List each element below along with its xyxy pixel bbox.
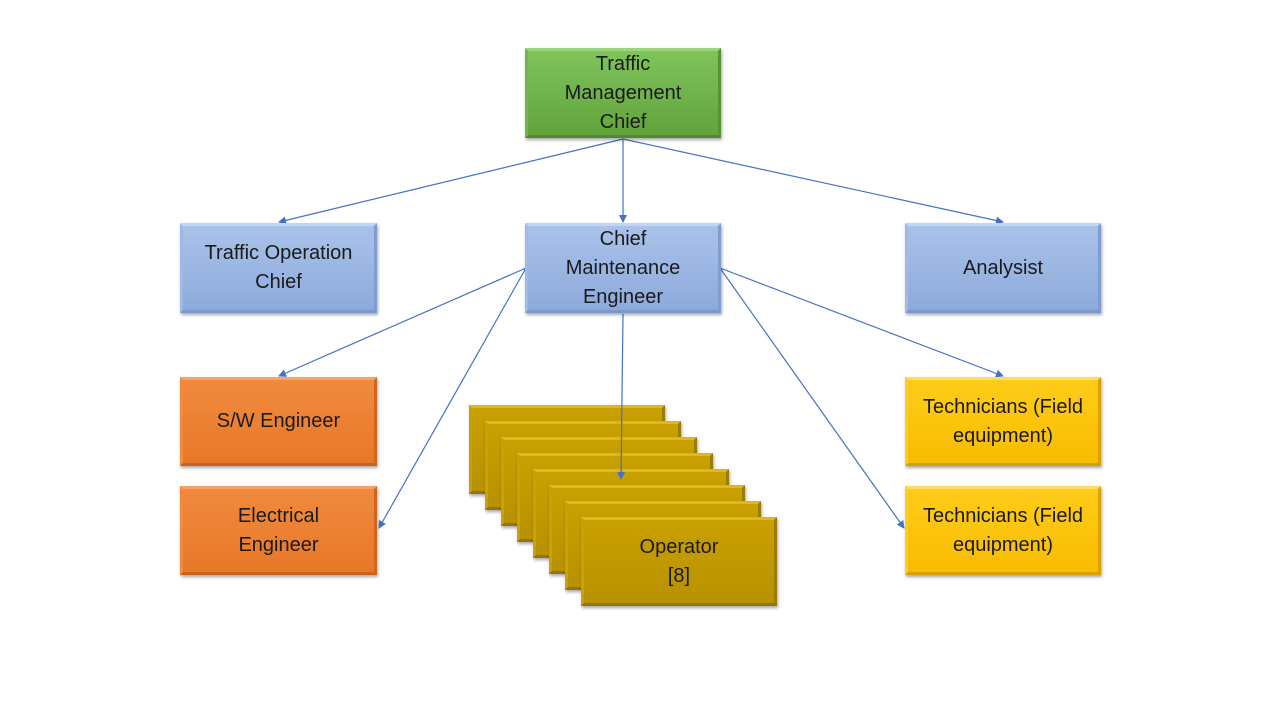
connector-maintenance-to-sw — [278, 267, 527, 377]
electrical-engineer-box: Electrical Engineer — [180, 486, 377, 575]
connector-maintenance-to-electrical — [378, 267, 527, 529]
connector-maintenance-to-technicians-1 — [719, 267, 1004, 378]
operator-box: Operator [8] — [581, 517, 777, 606]
analysist-label: Analysist — [962, 256, 1044, 279]
chief-maintenance-engineer-label: Chief Maintenance Engineer — [565, 227, 681, 308]
technicians-label-1: Technicians (Field equipment) — [922, 395, 1084, 447]
traffic-management-chief-box: Traffic Management Chief — [525, 48, 721, 138]
traffic-operation-chief-box: Traffic Operation Chief — [180, 223, 377, 313]
sw-engineer-label: S/W Engineer — [216, 410, 341, 432]
traffic-operation-chief-label: Traffic Operation Chief — [204, 242, 353, 293]
connector-top-to-traffic-operation — [278, 138, 624, 225]
chief-maintenance-engineer-box: Chief Maintenance Engineer — [525, 223, 721, 313]
sw-engineer-box: S/W Engineer — [180, 377, 377, 466]
technicians-box-2: Technicians (Field equipment) — [905, 486, 1101, 575]
technicians-box-1: Technicians (Field equipment) — [905, 377, 1101, 466]
traffic-management-chief-label: Traffic Management Chief — [564, 52, 682, 133]
analysist-box: Analysist — [905, 223, 1101, 313]
technicians-label-2: Technicians (Field equipment) — [922, 504, 1084, 556]
electrical-engineer-label: Electrical Engineer — [237, 504, 320, 556]
operator-label: Operator [8] — [639, 535, 719, 587]
connector-top-to-analysist — [622, 138, 1004, 225]
connector-maintenance-to-technicians-2 — [719, 267, 905, 529]
